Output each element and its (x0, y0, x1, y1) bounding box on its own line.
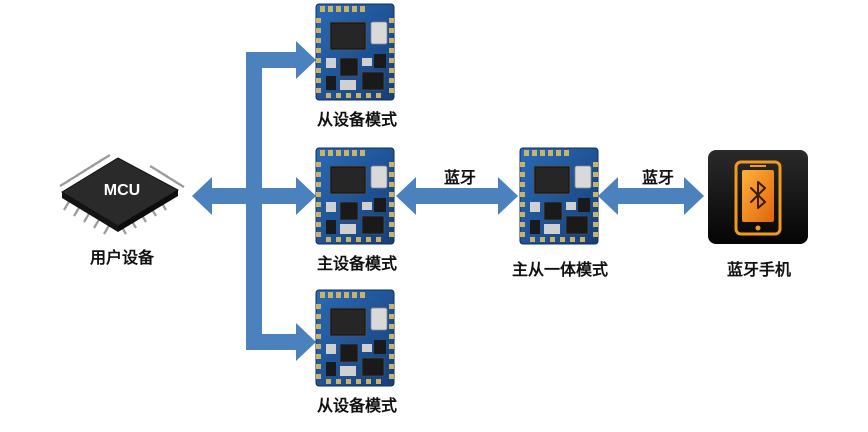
slave-mode-label-top: 从设备模式 (316, 110, 398, 129)
bluetooth-phone-label: 蓝牙手机 (726, 260, 792, 279)
module-slave-top (315, 3, 395, 101)
mcu-chip: MCU (59, 154, 185, 235)
combo-mode-label: 主从一体模式 (511, 260, 609, 279)
branch-arrows (192, 41, 316, 361)
slave-mode-label-bottom: 从设备模式 (316, 396, 398, 415)
bluetooth-link-arrow-left (396, 177, 518, 215)
bluetooth-phone (708, 150, 808, 244)
bluetooth-link-arrow-right (598, 177, 704, 215)
mcu-chip-text: MCU (104, 182, 140, 199)
bluetooth-link-label-right: 蓝牙 (641, 168, 675, 187)
bluetooth-link-label-left: 蓝牙 (443, 168, 477, 187)
master-mode-label: 主设备模式 (316, 254, 398, 273)
user-device-label: 用户设备 (89, 248, 155, 267)
module-slave-bottom (315, 289, 395, 387)
bluetooth-icon (750, 181, 766, 209)
module-master (315, 147, 395, 245)
module-combo (519, 147, 599, 245)
